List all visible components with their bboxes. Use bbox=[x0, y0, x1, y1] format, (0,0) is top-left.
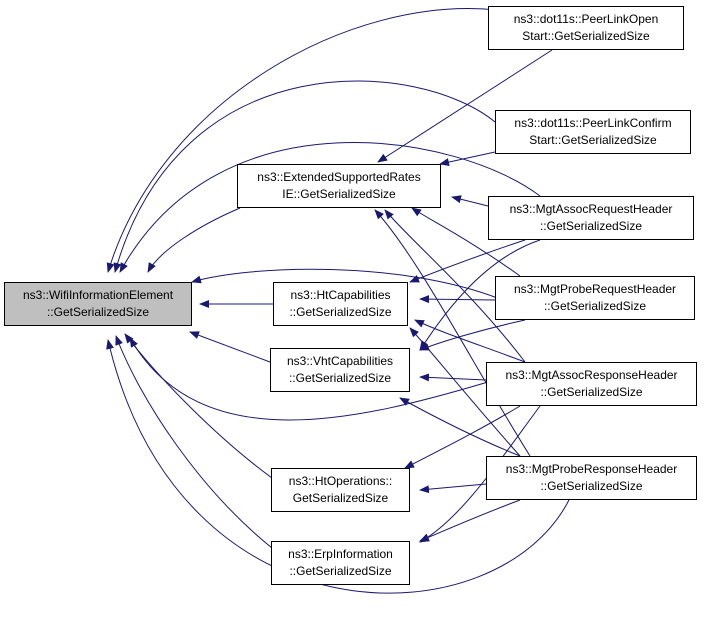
edge-plc-to-ext bbox=[439, 151, 496, 166]
node-mgt-probe-request-header[interactable]: ns3::MgtProbeRequestHeader ::GetSerializ… bbox=[495, 276, 695, 320]
node-label-line2: ::GetSerializedSize bbox=[540, 479, 643, 493]
node-ht-capabilities[interactable]: ns3::HtCapabilities ::GetSerializedSize bbox=[273, 282, 408, 326]
node-label-line2: IE::GetSerializedSize bbox=[282, 187, 396, 201]
node-peer-link-confirm-start[interactable]: ns3::dot11s::PeerLinkConfirm Start::GetS… bbox=[495, 110, 691, 154]
node-label-line1: ns3::WifiInformationElement bbox=[22, 288, 174, 302]
node-vht-capabilities[interactable]: ns3::VhtCapabilities ::GetSerializedSize bbox=[270, 348, 410, 392]
node-mgt-assoc-request-header[interactable]: ns3::MgtAssocRequestHeader ::GetSerializ… bbox=[488, 196, 694, 240]
edge-areq-to-ht bbox=[409, 239, 526, 283]
node-extended-supported-rates[interactable]: ns3::ExtendedSupportedRates IE::GetSeria… bbox=[237, 164, 441, 208]
node-mgt-probe-response-header[interactable]: ns3::MgtProbeResponseHeader ::GetSeriali… bbox=[486, 456, 697, 500]
node-wifi-information-element[interactable]: ns3::WifiInformationElement ::GetSeriali… bbox=[4, 282, 192, 326]
edge-aresp-to-htop bbox=[404, 405, 521, 469]
node-label-line2: ::GetSerializedSize bbox=[289, 564, 392, 578]
edge-areq-to-wifi bbox=[119, 142, 541, 273]
node-label-line2: Start::GetSerializedSize bbox=[529, 133, 657, 147]
node-ht-operations[interactable]: ns3::HtOperations:: GetSerializedSize bbox=[271, 468, 410, 512]
node-label-line2: ::GetSerializedSize bbox=[543, 299, 647, 313]
edge-plc-to-wifi bbox=[113, 80, 496, 273]
edge-plo-to-wifi bbox=[106, 8, 498, 273]
node-label-line1: ns3::MgtProbeResponseHeader bbox=[505, 462, 678, 476]
node-label-line1: ns3::MgtAssocResponseHeader bbox=[505, 368, 678, 382]
node-peer-link-open-start[interactable]: ns3::dot11s::PeerLinkOpen Start::GetSeri… bbox=[488, 6, 684, 50]
edge-presp-to-wifi bbox=[106, 339, 571, 594]
node-mgt-assoc-response-header[interactable]: ns3::MgtAssocResponseHeader ::GetSeriali… bbox=[486, 362, 697, 406]
node-erp-information[interactable]: ns3::ErpInformation ::GetSerializedSize bbox=[271, 541, 410, 585]
node-label-line1: ns3::VhtCapabilities bbox=[286, 354, 394, 368]
edge-presp-to-ext bbox=[374, 209, 531, 457]
node-label-line2: ::GetSerializedSize bbox=[539, 219, 643, 233]
edge-ext-to-wifi bbox=[147, 207, 241, 273]
edge-presp-to-htop bbox=[419, 483, 487, 494]
node-label-line2: ::GetSerializedSize bbox=[289, 305, 392, 319]
edge-htop-to-wifi bbox=[124, 333, 273, 479]
edge-aresp-to-ht bbox=[414, 319, 526, 363]
node-label-line1: ns3::MgtAssocRequestHeader bbox=[509, 202, 673, 216]
edge-presp-to-erp bbox=[419, 499, 521, 542]
edge-erp-to-wifi bbox=[115, 335, 273, 549]
node-label-line1: ns3::dot11s::PeerLinkOpen bbox=[513, 12, 659, 26]
edge-preq-to-vht bbox=[419, 319, 526, 351]
edge-areq-to-ext bbox=[451, 195, 493, 208]
edge-aresp-to-ext bbox=[384, 209, 526, 363]
node-label-line1: ns3::HtOperations:: bbox=[288, 474, 393, 488]
edge-vht-to-wifi bbox=[189, 331, 271, 363]
node-label-line2: GetSerializedSize bbox=[292, 491, 389, 505]
node-label-line2: ::GetSerializedSize bbox=[288, 371, 392, 385]
node-label-line2: ::GetSerializedSize bbox=[46, 305, 150, 319]
edge-aresp-to-vht bbox=[419, 373, 487, 382]
node-label-line1: ns3::HtCapabilities bbox=[290, 288, 391, 302]
edge-presp-to-ht bbox=[409, 327, 521, 457]
edge-presp-to-vht bbox=[399, 397, 521, 457]
edge-aresp-to-wifi bbox=[129, 337, 489, 421]
node-label-line2: ::GetSerializedSize bbox=[540, 385, 643, 399]
node-label-line2: Start::GetSerializedSize bbox=[522, 29, 650, 43]
node-label-line1: ns3::ExtendedSupportedRates bbox=[257, 170, 421, 184]
edge-preq-to-ext bbox=[411, 207, 521, 277]
node-label-line1: ns3::ErpInformation bbox=[288, 547, 393, 561]
node-label-line1: ns3::dot11s::PeerLinkConfirm bbox=[514, 116, 672, 130]
edge-plo-to-ext bbox=[377, 49, 553, 163]
edge-areq-to-vht bbox=[419, 239, 541, 351]
edge-aresp-to-erp bbox=[419, 405, 541, 543]
node-label-line1: ns3::MgtProbeRequestHeader bbox=[513, 282, 677, 296]
